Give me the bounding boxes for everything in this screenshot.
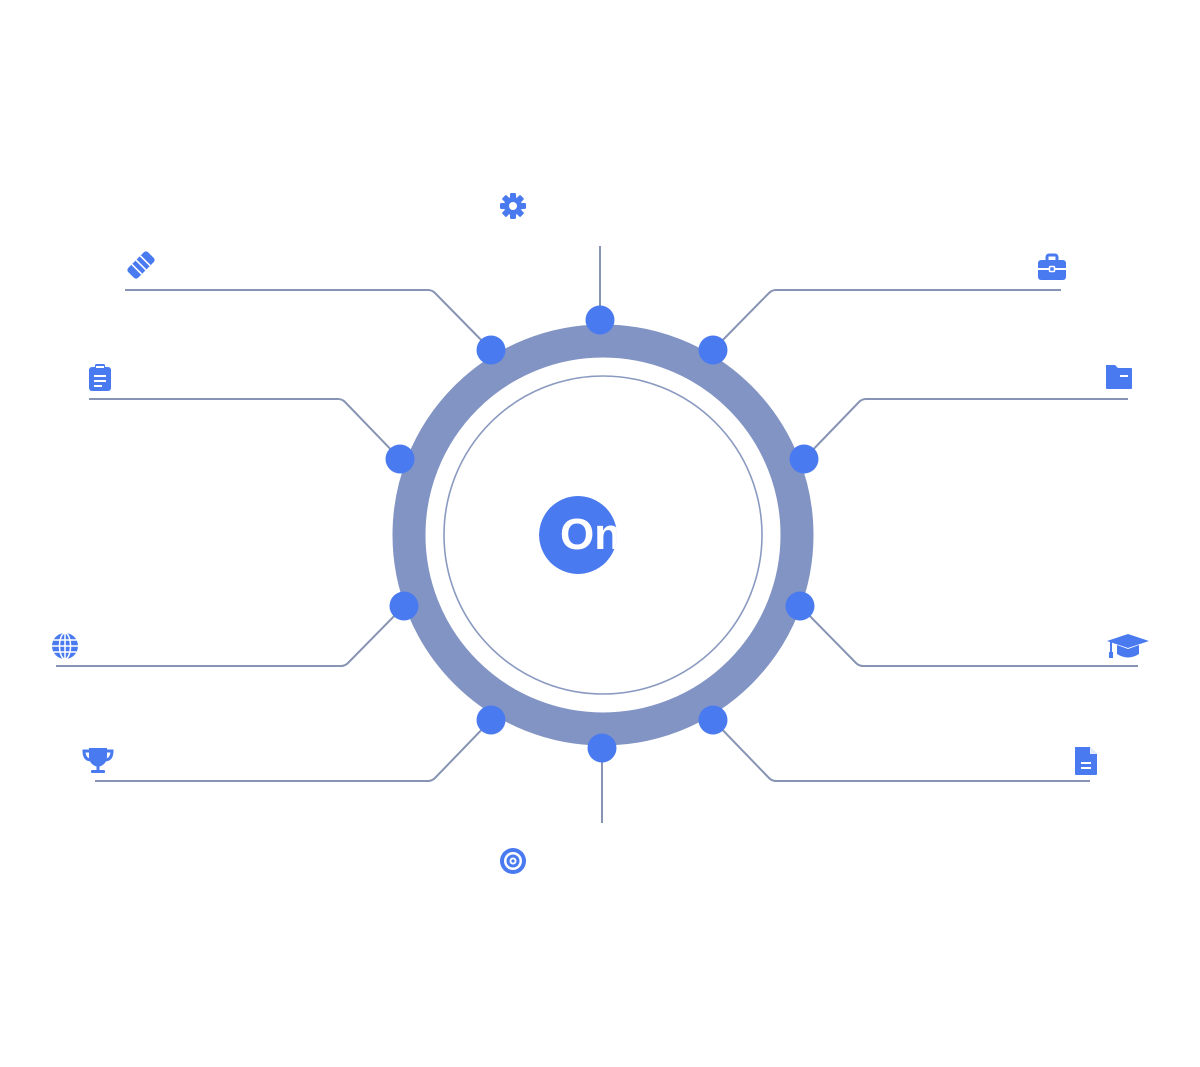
clipboard-icon (89, 364, 111, 391)
connector-right (803, 398, 1128, 460)
globe-icon (52, 632, 78, 660)
connector-bottom-left (95, 719, 492, 782)
node-top (585, 305, 615, 335)
connector-lower-left (56, 605, 405, 667)
connector-upper-left (125, 289, 492, 351)
graduation-cap-icon (1107, 634, 1149, 658)
node-right (789, 444, 819, 474)
node-lower-left (389, 591, 419, 621)
node-upper-left (476, 335, 506, 365)
node-bottom (587, 733, 617, 763)
folder-icon (1106, 365, 1132, 389)
node-left (385, 444, 415, 474)
node-lower-right (785, 591, 815, 621)
node-bottom-right (698, 705, 728, 735)
outer-ring (392, 324, 814, 746)
connector-left (89, 398, 401, 460)
inner-ring (443, 375, 763, 695)
center-badge-text: On (560, 510, 621, 559)
handshake-icon (127, 251, 155, 279)
connector-bottom-right (712, 719, 1090, 782)
trophy-icon (82, 748, 114, 773)
document-icon (1075, 747, 1097, 775)
node-upper-right (698, 335, 728, 365)
center-badge: On (539, 496, 621, 574)
connector-lower-right (799, 605, 1138, 667)
target-icon (500, 848, 526, 874)
center-badge-circle (539, 496, 617, 574)
briefcase-icon (1038, 253, 1066, 280)
node-bottom-left (476, 705, 506, 735)
ring-nodes (385, 305, 819, 763)
connector-upper-right (712, 289, 1061, 351)
gear-icon (500, 193, 526, 219)
